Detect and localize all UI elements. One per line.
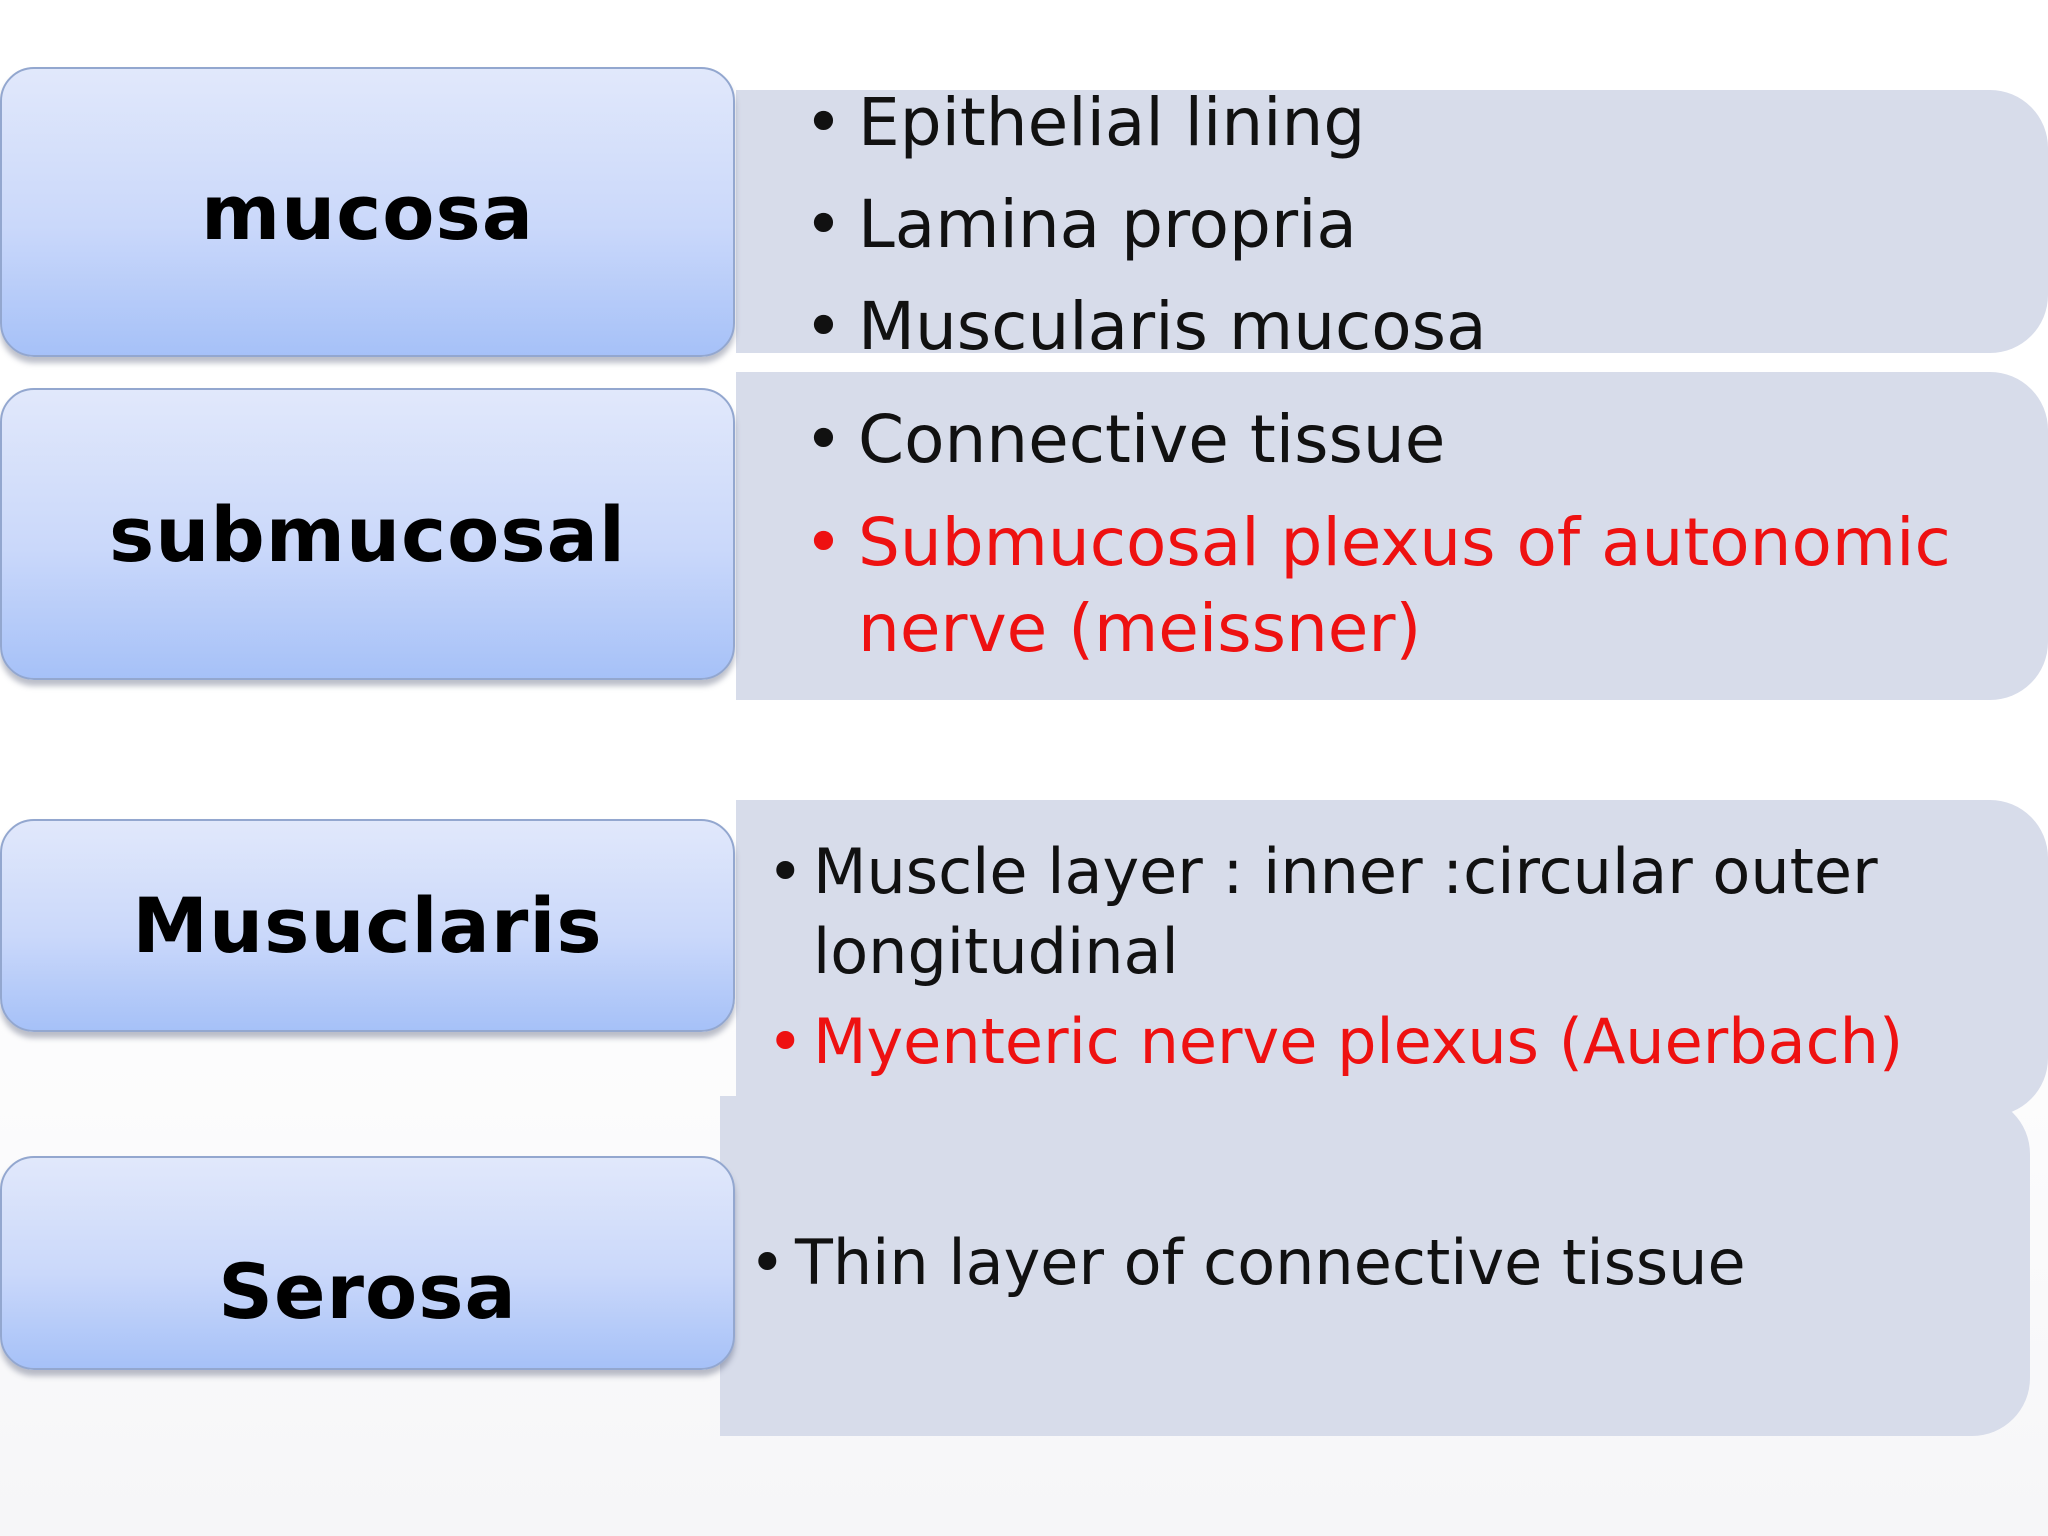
list-item: • Thin layer of connective tissue [749, 1222, 1746, 1304]
muscularis-content-panel [736, 800, 2048, 1116]
list-item: •Lamina propria [804, 174, 1487, 276]
list-item: • Submucosal plexus of autonomic nerve (… [804, 500, 1951, 672]
bullet-icon: • [804, 288, 843, 365]
bullet-icon: • [767, 835, 804, 908]
list-item-text-line2: longitudinal [813, 915, 1179, 988]
muscularis-bullet-list: • Muscle layer : inner :circular outer l… [767, 832, 1904, 1082]
list-item: •Muscularis mucosa [804, 276, 1487, 378]
submucosal-label: submucosal [109, 489, 626, 579]
list-item: • Connective tissue [804, 398, 1951, 482]
list-item-text: Connective tissue [858, 401, 1446, 478]
list-item: •Epithelial lining [804, 72, 1487, 174]
muscularis-label: Musuclaris [132, 881, 603, 970]
list-item: • Muscle layer : inner :circular outer l… [767, 832, 1903, 992]
serosa-label: Serosa [218, 1246, 517, 1336]
list-item-text: Thin layer of connective tissue [795, 1226, 1746, 1299]
list-item-text: Myenteric nerve plexus (Auerbach) [813, 1005, 1904, 1078]
bullet-icon: • [804, 504, 843, 581]
mucosa-content-panel [736, 90, 2048, 353]
list-item-text-line1: Submucosal plexus of autonomic [858, 504, 1951, 581]
serosa-label-box: Serosa [0, 1156, 735, 1370]
serosa-content-panel [720, 1096, 2030, 1436]
list-item-text-line2: nerve (meissner) [858, 590, 1422, 667]
mucosa-bullet-list: •Epithelial lining •Lamina propria •Musc… [804, 72, 1487, 378]
submucosal-label-box: submucosal [0, 388, 735, 680]
bullet-icon: • [749, 1226, 786, 1299]
serosa-bullet-list: • Thin layer of connective tissue [749, 1222, 1746, 1304]
submucosal-bullet-list: • Connective tissue • Submucosal plexus … [804, 398, 1951, 672]
mucosa-label-box: mucosa [0, 67, 735, 357]
muscularis-label-box: Musuclaris [0, 819, 735, 1032]
bullet-icon: • [767, 1005, 804, 1078]
list-item: • Myenteric nerve plexus (Auerbach) [767, 1002, 1904, 1082]
bullet-icon: • [804, 186, 843, 263]
bullet-icon: • [804, 84, 843, 161]
list-item-text-line1: Muscle layer : inner :circular outer [813, 835, 1878, 908]
list-item-text: Epithelial lining [858, 84, 1366, 161]
bullet-icon: • [804, 401, 843, 478]
submucosal-content-panel [736, 372, 2048, 700]
list-item-text: Muscularis mucosa [858, 288, 1487, 365]
mucosa-label: mucosa [200, 167, 535, 257]
list-item-text: Lamina propria [858, 186, 1357, 263]
